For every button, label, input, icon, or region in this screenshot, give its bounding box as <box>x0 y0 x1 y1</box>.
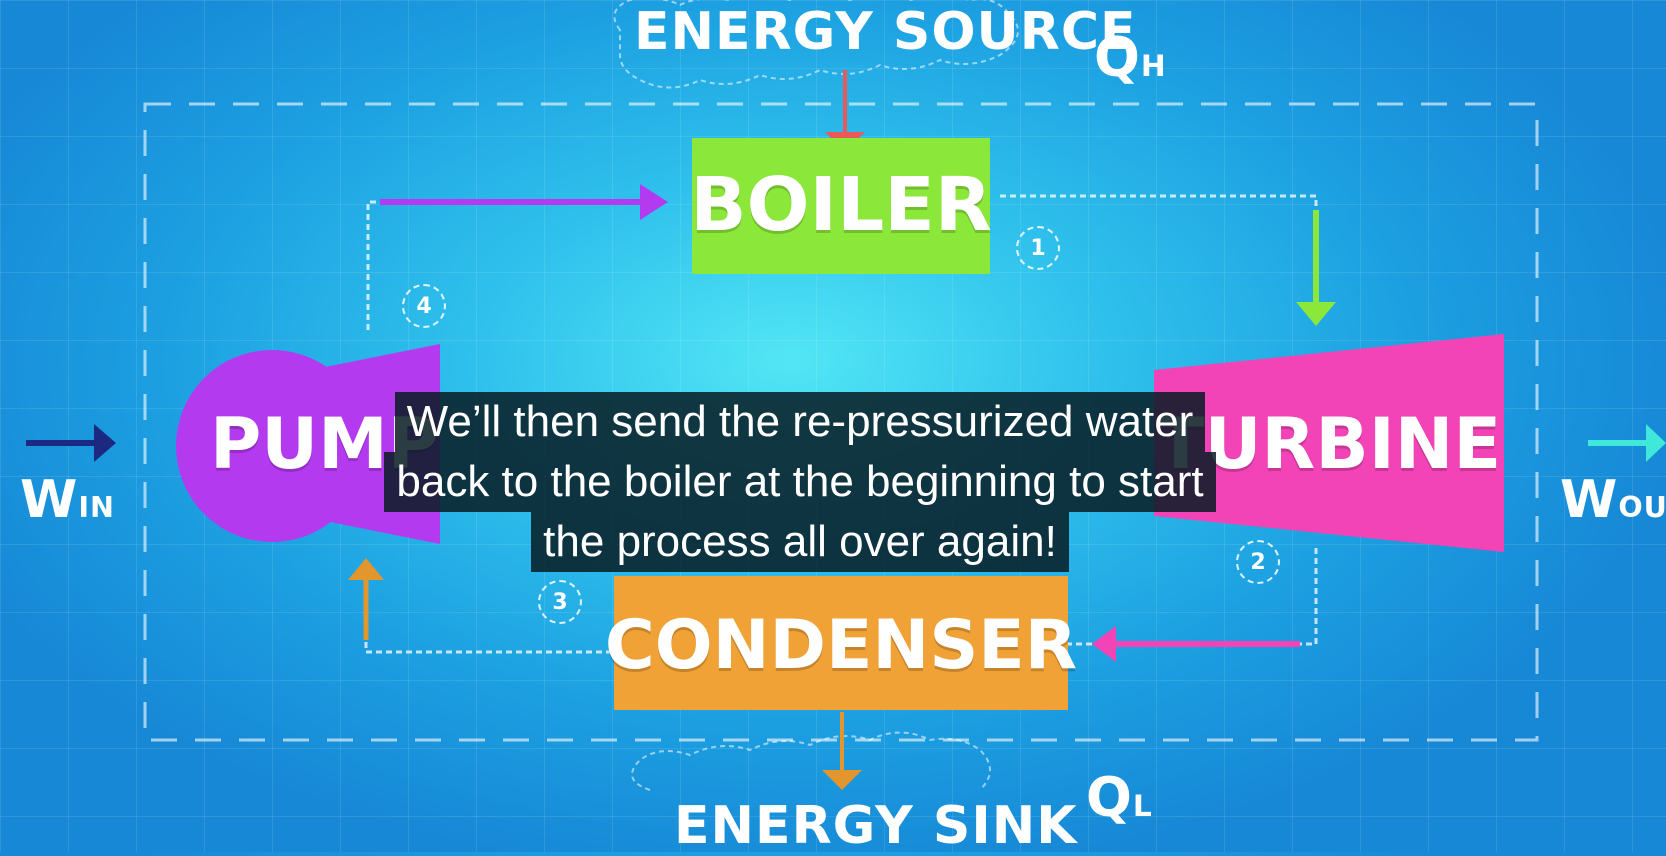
state-1-marker: 1 <box>1016 226 1060 270</box>
condenser-to-pump-line <box>364 560 612 654</box>
energy-source-cloud <box>613 0 1019 89</box>
condenser-to-pump-arrowhead <box>348 558 384 580</box>
work-in-main: W <box>20 470 79 530</box>
q-low-main: Q <box>1086 766 1133 829</box>
subtitle-line-2: back to the boiler at the beginning to s… <box>384 452 1216 512</box>
subtitle-caption: We’ll then send the re-pressurized water… <box>340 392 1260 572</box>
subtitle-line-1: We’ll then send the re-pressurized water <box>394 392 1206 452</box>
boiler-label: BOILER <box>690 162 992 248</box>
q-high-main: Q <box>1094 26 1141 89</box>
boiler-to-turbine-line <box>1000 194 1318 320</box>
turbine-to-condenser-arrowhead <box>1092 626 1116 662</box>
energy-sink-label: ENERGY SINK <box>674 796 1078 856</box>
condenser-label: CONDENSER <box>604 605 1078 685</box>
pump-to-boiler-arrowhead <box>640 184 668 220</box>
work-in-sub: IN <box>78 490 115 524</box>
q-low-sub: L <box>1132 789 1153 824</box>
energy-sink-cloud <box>631 731 991 791</box>
q-high-label: QH <box>1094 26 1167 89</box>
work-in-label: WIN <box>20 470 115 530</box>
work-out-arrowhead <box>1646 424 1666 462</box>
work-out-sub: OUT <box>1618 490 1666 524</box>
state-3-marker: 3 <box>538 580 582 624</box>
heat-out-arrowhead <box>822 770 862 790</box>
work-out-main: W <box>1560 470 1619 530</box>
q-low-label: QL <box>1086 766 1153 829</box>
turbine-shape <box>1154 334 1504 552</box>
q-high-sub: H <box>1140 49 1167 84</box>
condenser-box <box>614 576 1068 710</box>
state-4-marker: 4 <box>402 284 446 328</box>
boiler-box <box>692 138 990 274</box>
work-out-label: WOUT <box>1560 470 1666 530</box>
subtitle-line-3: the process all over again! <box>531 512 1069 572</box>
energy-source-label: ENERGY SOURCE <box>634 2 1137 62</box>
state-2-marker: 2 <box>1236 540 1280 584</box>
work-in-arrowhead <box>94 424 116 462</box>
boiler-to-turbine-arrowhead <box>1296 302 1336 326</box>
